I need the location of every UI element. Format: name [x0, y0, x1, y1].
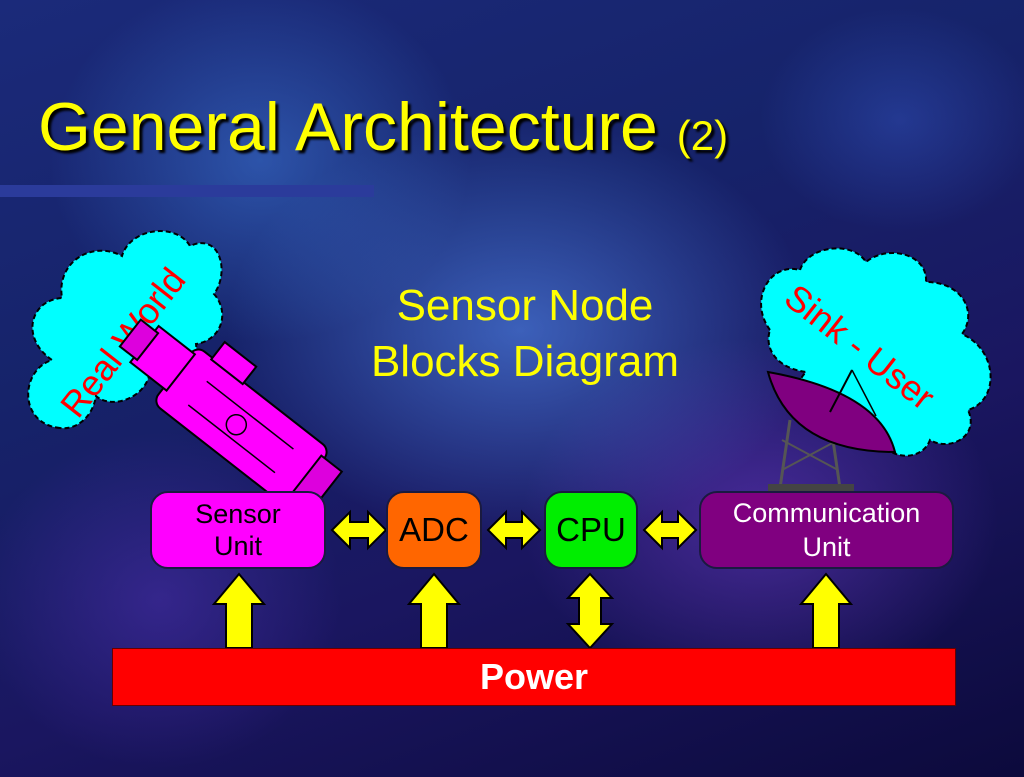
title-main: General Architecture	[38, 89, 658, 165]
adc-block: ADC	[386, 491, 482, 569]
satellite-dish-icon	[766, 369, 897, 492]
arrow-power-sensor	[211, 572, 267, 649]
diagram-heading-line1: Sensor Node	[396, 281, 654, 330]
sensor-unit-line2: Unit	[213, 531, 262, 561]
video-camera-icon	[118, 318, 344, 516]
arrow-power-cpu	[565, 572, 615, 650]
comm-unit-line2: Unit	[802, 532, 851, 562]
diagram-heading: Sensor Node Blocks Diagram	[300, 278, 750, 390]
comm-unit-line1: Communication	[732, 498, 921, 528]
arrow-power-comm	[798, 572, 854, 649]
arrow-adc-cpu	[486, 509, 542, 551]
sensor-unit-block: Sensor Unit	[150, 491, 326, 569]
title-underline	[0, 185, 374, 197]
arrow-cpu-comm	[642, 509, 698, 551]
diagram-heading-line2: Blocks Diagram	[370, 337, 680, 386]
cpu-block: CPU	[544, 491, 638, 569]
title-sub: (2)	[676, 112, 729, 159]
communication-unit-block: Communication Unit	[699, 491, 954, 569]
cpu-label: CPU	[556, 511, 626, 548]
arrow-power-adc	[406, 572, 462, 649]
adc-label: ADC	[399, 511, 469, 548]
power-block: Power	[112, 648, 956, 706]
power-label: Power	[479, 656, 589, 697]
sensor-unit-line1: Sensor	[195, 499, 281, 529]
slide-title: General Architecture (2)	[38, 88, 728, 166]
arrow-sensor-adc	[330, 509, 388, 551]
